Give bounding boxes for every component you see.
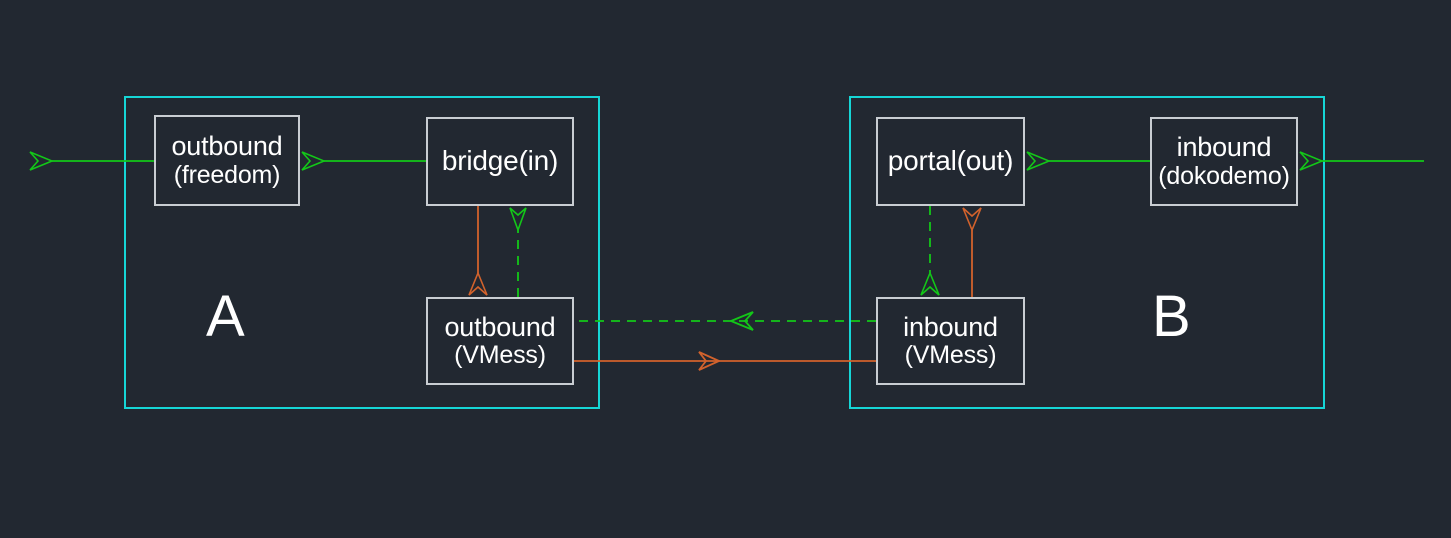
node-inbound-vmess-line1: inbound: [903, 311, 998, 342]
node-outbound-freedom-line2: (freedom): [173, 160, 281, 189]
zone-label-a: A: [206, 284, 245, 349]
node-inbound-dokodemo[interactable]: inbound (dokodemo): [1150, 117, 1298, 206]
node-outbound-freedom-line1: outbound: [171, 131, 283, 162]
node-inbound-vmess-line2: (VMess): [904, 341, 997, 370]
zone-label-b: B: [1152, 284, 1191, 349]
zone-a-boundary: [124, 96, 600, 409]
node-inbound-vmess[interactable]: inbound (VMess): [876, 297, 1025, 385]
node-outbound-vmess-line1: outbound: [444, 311, 556, 342]
node-inbound-dokodemo-line1: inbound: [1176, 132, 1272, 163]
zone-b-boundary: [849, 96, 1325, 409]
node-outbound-vmess-line2: (VMess): [454, 341, 546, 370]
node-outbound-freedom[interactable]: outbound (freedom): [154, 115, 300, 206]
node-outbound-vmess[interactable]: outbound (VMess): [426, 297, 574, 385]
node-portal-out-label: portal(out): [887, 145, 1014, 177]
arrowhead-orange-midspan: [698, 351, 722, 371]
edge-outbound-vmess-to-inbound-vmess: [574, 351, 876, 371]
node-bridge-in[interactable]: bridge(in): [426, 117, 574, 206]
node-portal-out[interactable]: portal(out): [876, 117, 1025, 206]
arrowhead-green-midspan: [728, 311, 754, 331]
edge-inbound-vmess-to-outbound-vmess: [574, 311, 876, 331]
node-inbound-dokodemo-line2: (dokodemo): [1158, 161, 1290, 190]
node-bridge-in-label: bridge(in): [441, 145, 559, 177]
